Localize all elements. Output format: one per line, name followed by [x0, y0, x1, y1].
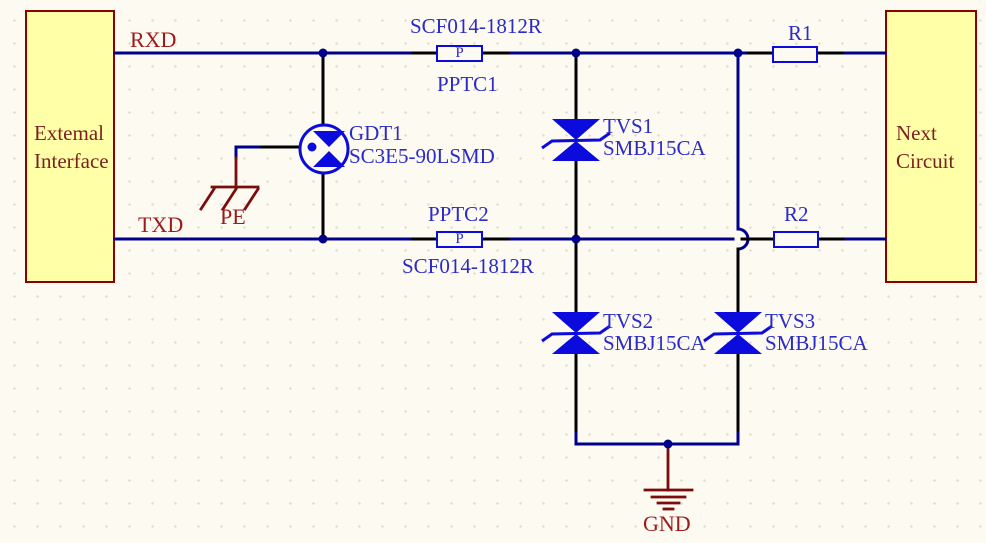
junction-dots: [318, 48, 743, 449]
junction-dot: [663, 439, 673, 449]
pptc1-ref[interactable]: PPTC1: [437, 72, 498, 96]
pe-hatch-lines: [199, 187, 260, 211]
tvs3-value[interactable]: SMBJ15CA: [765, 331, 868, 355]
pptc1-value[interactable]: SCF014-1812R: [410, 14, 542, 38]
next-circuit-label-line2: Circuit: [896, 148, 955, 173]
r1-body[interactable]: [772, 46, 818, 63]
pptc2-ref[interactable]: PPTC2: [428, 202, 489, 226]
tvs2-symbol[interactable]: [541, 312, 611, 354]
tvs1-top-diode: [552, 119, 600, 140]
r1-ref[interactable]: R1: [788, 21, 813, 45]
r2-body[interactable]: [773, 231, 819, 248]
next-circuit-label-line1: Next: [896, 120, 937, 145]
tvs1-bottom-diode: [552, 141, 600, 161]
junction-dot: [318, 234, 328, 244]
pe-earth-symbol[interactable]: [199, 156, 260, 211]
tvs2-value[interactable]: SMBJ15CA: [603, 331, 706, 355]
r2-ref[interactable]: R2: [784, 202, 809, 226]
tvs1-value[interactable]: SMBJ15CA: [603, 136, 706, 160]
tvs1-ref[interactable]: TVS1: [603, 114, 654, 138]
pe-wire[interactable]: [234, 145, 264, 160]
gdt1-symbol[interactable]: [298, 123, 350, 175]
pptc2-value[interactable]: SCF014-1812R: [402, 254, 534, 278]
gnd-earth-symbol[interactable]: [643, 444, 694, 511]
tvs3-symbol[interactable]: [703, 312, 773, 354]
tvs3-bottom-diode: [714, 334, 762, 354]
tvs3-ref[interactable]: TVS3: [765, 309, 816, 333]
rxd-net-label[interactable]: RXD: [130, 27, 177, 52]
pptc1-body[interactable]: P: [436, 45, 483, 62]
pptc1-marking: P: [455, 45, 464, 61]
tvs2-top-diode: [552, 312, 600, 333]
gdt1-bottom-electrode: [313, 151, 345, 167]
external-interface-label-line1: Extemal: [34, 120, 104, 145]
junction-dot: [571, 48, 581, 58]
pe-net-label[interactable]: PE: [220, 204, 246, 229]
gdt1-top-electrode: [313, 131, 345, 147]
external-interface-label-line2: Interface: [34, 148, 109, 173]
tvs3-cathode-bar: [703, 324, 773, 343]
gdt1-ref[interactable]: GDT1: [349, 121, 403, 145]
next-circuit-block[interactable]: Next Circuit: [885, 10, 977, 283]
gnd-net-label[interactable]: GND: [643, 511, 691, 536]
pptc2-body[interactable]: P: [436, 231, 483, 248]
pptc2-marking: P: [455, 231, 464, 247]
tvs3-top-diode: [714, 312, 762, 333]
wires[interactable]: [113, 51, 887, 446]
junction-dot: [318, 48, 328, 58]
external-interface-block[interactable]: Extemal Interface: [25, 10, 115, 283]
gdt1-value[interactable]: SC3E5-90LSMD: [349, 144, 495, 168]
tvs2-cathode-bar: [541, 324, 611, 343]
tvs1-symbol[interactable]: [541, 119, 611, 161]
txd-net-label[interactable]: TXD: [138, 212, 184, 237]
ground-rail-wire[interactable]: [574, 426, 740, 446]
tvs1-cathode-bar: [541, 131, 611, 150]
component-pins: [260, 51, 845, 432]
junction-dot: [733, 48, 743, 58]
junction-dot: [571, 234, 581, 244]
gdt1-third-electrode-dot: [307, 142, 317, 152]
tvs2-bottom-diode: [552, 334, 600, 354]
tvs2-ref[interactable]: TVS2: [603, 309, 654, 333]
